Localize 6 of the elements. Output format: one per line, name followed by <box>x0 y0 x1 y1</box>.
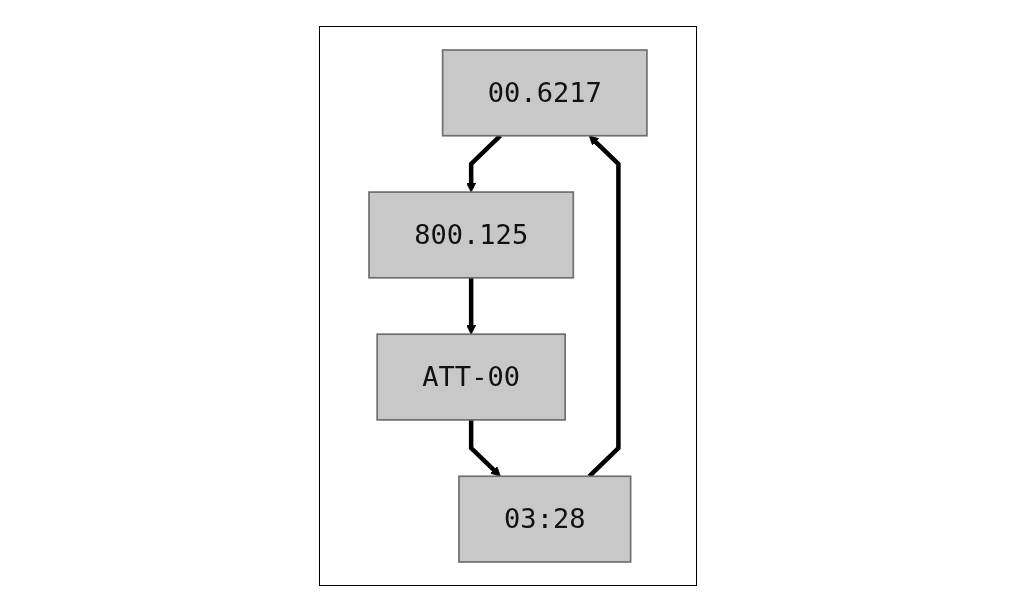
arrow <box>468 419 501 477</box>
arrow <box>466 277 477 335</box>
node-box: 00.6217 <box>441 48 648 137</box>
node-box: 800.125 <box>368 190 575 279</box>
node-box: 03:28 <box>458 474 632 563</box>
node-box: ATT-00 <box>376 332 567 421</box>
